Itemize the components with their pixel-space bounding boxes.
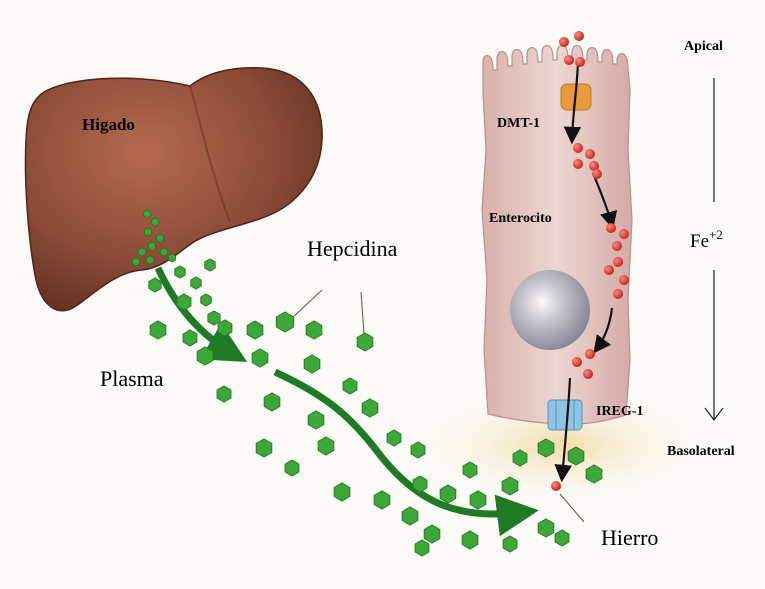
iron-particle xyxy=(551,481,561,491)
hepcidin-molecule xyxy=(334,483,350,501)
hepcidin-pointer-1 xyxy=(292,290,322,318)
hepcidin-molecule xyxy=(208,311,220,325)
hepcidin-molecule xyxy=(513,450,527,466)
hepcidin-molecule xyxy=(133,258,140,266)
hepcidin-molecule xyxy=(463,462,477,478)
hepcidin-molecule xyxy=(256,439,272,457)
iron-particle xyxy=(572,357,582,367)
iron-particle xyxy=(575,57,585,67)
hepcidin-molecule xyxy=(201,294,211,306)
hepcidin-molecule xyxy=(503,536,517,552)
hepcidin-molecule xyxy=(264,393,280,411)
iron-particle xyxy=(613,257,623,267)
iron-particle xyxy=(574,31,584,41)
hepcidin-molecule xyxy=(285,460,299,476)
hepcidin-molecule xyxy=(152,218,159,226)
iron-particle xyxy=(619,275,629,285)
hepcidin-pointer-2 xyxy=(361,292,364,334)
cell-nucleus xyxy=(510,270,590,350)
hepcidin-molecule xyxy=(149,242,156,250)
hepcidin-molecule xyxy=(411,442,425,458)
basolateral-label: Basolateral xyxy=(667,444,735,459)
ireg1-transporter xyxy=(548,400,582,430)
apical-label: Apical xyxy=(684,39,723,54)
hepcidin-molecule xyxy=(175,266,185,278)
hepcidin-molecule xyxy=(177,294,191,310)
iron-particle xyxy=(573,143,583,153)
hepcidin-molecule xyxy=(402,507,418,525)
hepcidin-molecule xyxy=(415,540,429,556)
hepcidin-molecule xyxy=(150,321,166,339)
liver-shape xyxy=(25,68,322,311)
hepcidin-molecule xyxy=(538,519,554,537)
hepcidin-molecule xyxy=(357,333,373,351)
iron-particle xyxy=(613,289,623,299)
hepcidin-molecule xyxy=(304,355,320,373)
fe-symbol: Fe xyxy=(690,231,709,252)
iron-particle xyxy=(585,349,595,359)
hepcidin-molecule xyxy=(147,256,154,264)
hepcidin-molecule xyxy=(462,531,478,549)
hepcidin-molecule xyxy=(149,278,161,292)
hepcidin-molecule xyxy=(157,234,164,242)
iron-particle xyxy=(583,369,593,379)
iron-particle xyxy=(606,223,616,233)
iron-particle xyxy=(564,55,574,65)
hepcidin-molecule xyxy=(247,321,263,339)
hepcidin-molecule xyxy=(424,525,440,543)
plasma-label: Plasma xyxy=(100,366,164,391)
hepcidin-molecule xyxy=(145,228,152,236)
hepcidin-molecule xyxy=(161,248,168,256)
fe-charge: +2 xyxy=(709,227,723,242)
hepcidin-molecule xyxy=(308,411,324,429)
iron-particle xyxy=(619,229,629,239)
hepcidin-molecule xyxy=(568,447,584,465)
liver-label: Higado xyxy=(82,115,135,134)
hepcidin-molecule xyxy=(318,437,334,455)
hepcidin-molecule xyxy=(169,254,176,262)
hepcidin-molecule xyxy=(555,530,569,546)
hepcidin-molecule xyxy=(205,259,215,271)
hepcidin-molecule xyxy=(276,312,293,332)
fe-label: Fe+2 xyxy=(690,227,723,252)
iron-particle xyxy=(592,169,602,179)
hepcidin-molecule xyxy=(144,210,151,218)
hepcidin-molecule xyxy=(538,439,554,457)
iron-particle xyxy=(604,265,614,275)
dmt1-label: DMT-1 xyxy=(497,116,540,131)
hepcidin-molecule xyxy=(197,347,213,365)
iron-label: Hierro xyxy=(601,525,658,550)
hepcidin-molecule xyxy=(343,378,357,394)
enterocyte-cell xyxy=(482,46,632,425)
hepcidin-molecule xyxy=(217,386,231,402)
iron-particle xyxy=(612,241,622,251)
hepcidin-molecule xyxy=(139,248,146,256)
hepcidin-molecule xyxy=(191,277,201,289)
hepcidin-molecule xyxy=(252,349,268,367)
hepcidin-molecule xyxy=(413,476,427,492)
hepcidin-label: Hepcidina xyxy=(307,236,398,261)
hepcidin-molecule xyxy=(387,430,401,446)
hepcidin-molecule xyxy=(470,491,486,509)
hepcidin-molecule xyxy=(218,320,232,336)
hepcidin-molecule xyxy=(586,465,602,483)
ireg1-label: IREG-1 xyxy=(596,404,643,419)
iron-particle xyxy=(559,37,569,47)
hepcidin-molecule xyxy=(183,330,197,346)
iron-particle xyxy=(585,149,595,159)
hepcidin-molecule xyxy=(374,491,390,509)
hepcidin-molecule xyxy=(440,485,456,503)
enterocyte-label: Enterocito xyxy=(489,211,552,226)
iron-particle xyxy=(573,159,583,169)
hepcidin-molecule xyxy=(502,477,518,495)
hepcidin-molecule xyxy=(362,399,378,417)
hepcidin-molecule xyxy=(306,321,322,339)
